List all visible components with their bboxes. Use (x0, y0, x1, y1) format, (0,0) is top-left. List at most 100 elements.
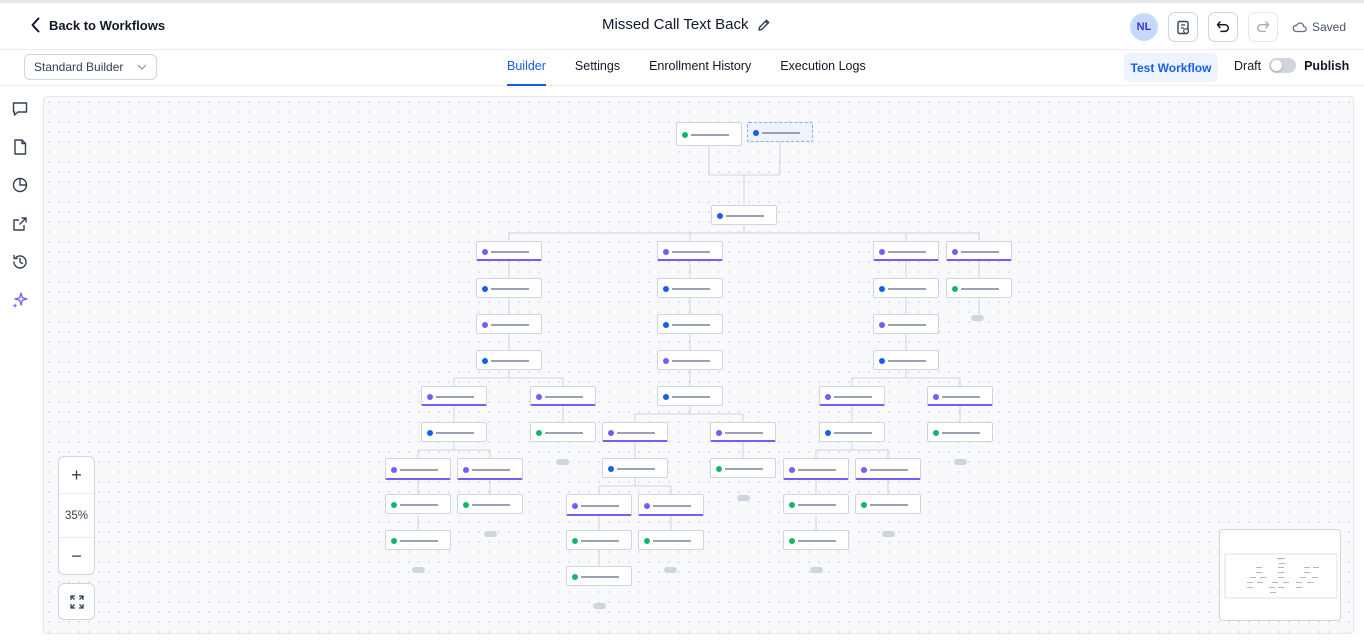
pencil-icon[interactable] (757, 18, 771, 32)
undo-button[interactable] (1207, 12, 1238, 42)
node-text-placeholder (617, 432, 655, 434)
zoom-out-button[interactable]: − (71, 545, 82, 566)
action-node[interactable] (873, 278, 939, 298)
back-to-workflows-link[interactable]: Back to Workflows (30, 17, 165, 33)
branch-node[interactable] (855, 458, 921, 480)
workflow-title-group: Missed Call Text Back (602, 16, 771, 33)
node-type-icon (682, 132, 688, 138)
node-text-placeholder (472, 504, 510, 506)
node-type-icon (536, 394, 542, 400)
branch-node[interactable] (602, 422, 668, 442)
action-node[interactable] (476, 278, 542, 298)
branch-node[interactable] (819, 386, 885, 406)
action-node[interactable] (657, 350, 723, 370)
branch-node[interactable] (710, 422, 776, 442)
node-type-icon (825, 430, 831, 436)
zoom-in-button[interactable]: + (71, 464, 82, 485)
node-text-placeholder (888, 288, 926, 290)
node-type-icon (663, 322, 669, 328)
end-marker (484, 531, 497, 537)
node-type-icon (933, 430, 939, 436)
tab-builder[interactable]: Builder (507, 50, 546, 86)
fit-view-button[interactable] (58, 583, 95, 620)
node-type-icon (753, 130, 759, 136)
node-type-icon (879, 286, 885, 292)
branch-node[interactable] (421, 386, 487, 406)
clipboard-icon (1177, 20, 1189, 35)
branch-node[interactable] (530, 386, 596, 406)
workflow-canvas[interactable] (43, 96, 1354, 634)
branch-node[interactable] (946, 241, 1012, 261)
zoom-level: 35% (59, 493, 94, 538)
action-node[interactable] (783, 530, 849, 550)
branch-node[interactable] (783, 458, 849, 480)
action-node[interactable] (676, 122, 742, 146)
action-node[interactable] (566, 566, 632, 586)
minimap[interactable] (1219, 529, 1341, 621)
node-text-placeholder (672, 324, 710, 326)
node-text-placeholder (581, 505, 619, 507)
action-node[interactable] (657, 314, 723, 334)
node-text-placeholder (672, 288, 710, 290)
action-node[interactable] (657, 278, 723, 298)
publish-toggle[interactable] (1269, 58, 1297, 73)
node-type-icon (572, 574, 578, 580)
branch-node[interactable] (566, 494, 632, 516)
add-trigger-node[interactable] (747, 122, 813, 142)
branch-node[interactable] (638, 494, 704, 516)
action-node[interactable] (638, 530, 704, 550)
action-node[interactable] (385, 494, 451, 514)
sparkles-icon[interactable] (11, 291, 29, 309)
action-node[interactable] (385, 530, 451, 550)
user-avatar[interactable]: NL (1129, 13, 1158, 41)
test-workflow-button[interactable]: Test Workflow (1124, 53, 1218, 82)
node-type-icon (482, 249, 488, 255)
chat-icon[interactable] (11, 100, 29, 118)
node-text-placeholder (961, 251, 999, 253)
node-type-icon (879, 322, 885, 328)
action-node[interactable] (657, 386, 723, 406)
branch-node[interactable] (385, 458, 451, 480)
action-node[interactable] (819, 422, 885, 442)
workflow-graph (44, 97, 1353, 633)
action-node[interactable] (783, 494, 849, 514)
node-text-placeholder (888, 251, 926, 253)
external-link-icon[interactable] (11, 215, 29, 233)
node-type-icon (716, 466, 722, 472)
branch-node[interactable] (927, 386, 993, 406)
action-node[interactable] (927, 422, 993, 442)
minimap-preview (1224, 553, 1338, 599)
node-type-icon (861, 467, 867, 473)
action-node[interactable] (566, 530, 632, 550)
branch-node[interactable] (657, 241, 723, 261)
action-node[interactable] (946, 278, 1012, 298)
expand-icon (69, 594, 84, 609)
action-node[interactable] (855, 494, 921, 514)
document-icon[interactable] (11, 138, 29, 156)
node-type-icon (825, 394, 831, 400)
tab-settings[interactable]: Settings (574, 59, 621, 73)
node-type-icon (717, 213, 723, 219)
action-node[interactable] (602, 458, 668, 478)
end-marker (810, 567, 823, 573)
action-node[interactable] (710, 458, 776, 478)
builder-mode-select[interactable]: Standard Builder (24, 54, 157, 80)
branch-node[interactable] (476, 241, 542, 261)
node-text-placeholder (762, 132, 800, 134)
action-node[interactable] (421, 422, 487, 442)
branch-node[interactable] (457, 458, 523, 480)
branch-node[interactable] (873, 241, 939, 261)
action-node[interactable] (711, 205, 777, 225)
action-node[interactable] (457, 494, 523, 514)
action-node[interactable] (873, 350, 939, 370)
pie-chart-icon[interactable] (11, 176, 29, 194)
redo-button[interactable] (1247, 12, 1278, 42)
workflow-notes-button[interactable] (1167, 12, 1198, 42)
action-node[interactable] (476, 314, 542, 334)
action-node[interactable] (873, 314, 939, 334)
tab-enrollment-history[interactable]: Enrollment History (649, 59, 752, 73)
history-icon[interactable] (11, 253, 29, 271)
tab-execution-logs[interactable]: Execution Logs (780, 59, 866, 73)
action-node[interactable] (476, 350, 542, 370)
action-node[interactable] (530, 422, 596, 442)
